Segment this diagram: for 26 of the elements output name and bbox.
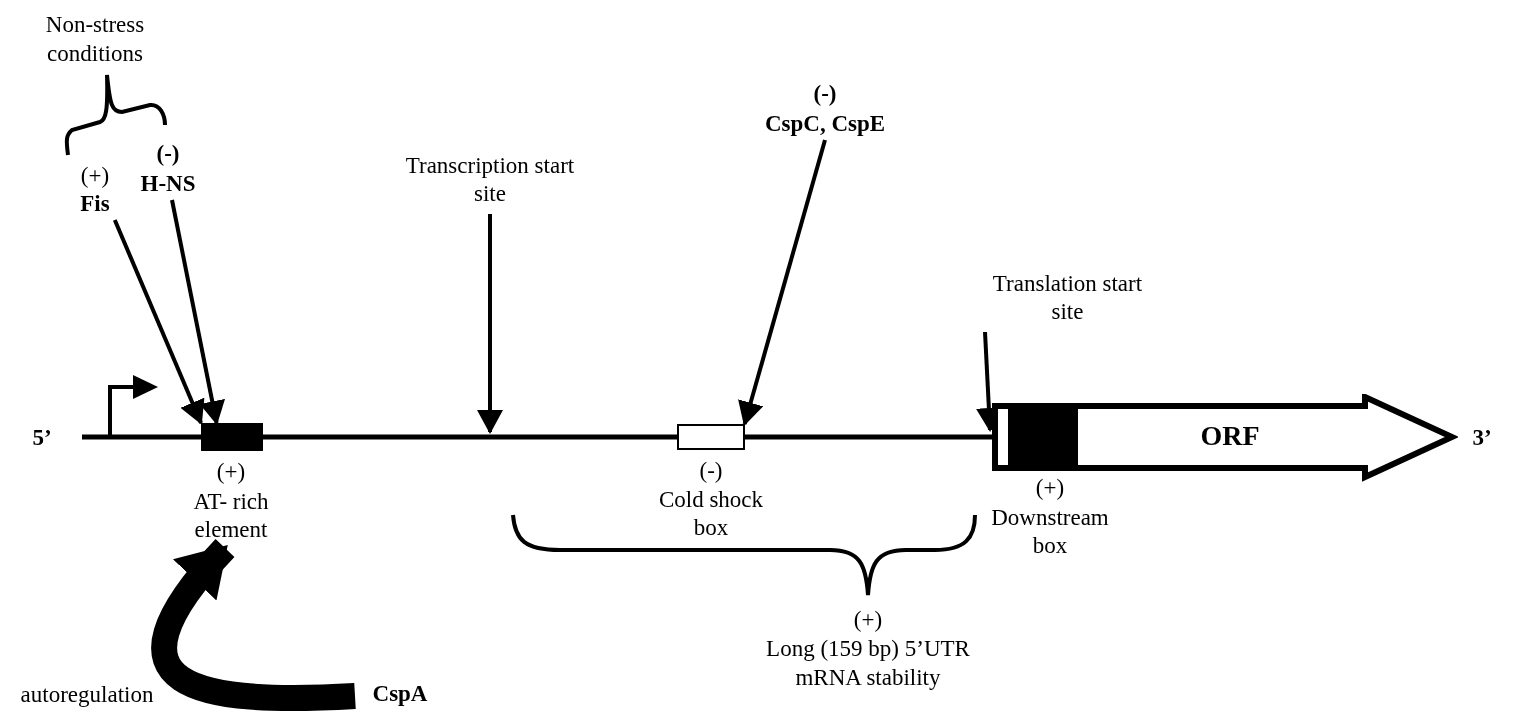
- arrow: [170, 199, 226, 425]
- effect-sign: (+): [852, 606, 884, 634]
- strand-end-label: 3’: [1471, 424, 1493, 452]
- node-label: Cold shock box: [657, 486, 765, 542]
- effect-sign: (+): [1034, 474, 1066, 502]
- node-label: CspC, CspE: [763, 110, 887, 138]
- arrow: [738, 139, 827, 426]
- effect-sign: (-): [812, 80, 838, 108]
- effect-sign: (+): [215, 458, 247, 486]
- node-label: Transcription start site: [404, 152, 576, 208]
- effect-sign: (-): [698, 457, 724, 485]
- curved-arrow: [151, 539, 356, 711]
- arrow: [112, 219, 205, 425]
- node-label: AT- rich element: [192, 488, 270, 544]
- node-label: H-NS: [139, 170, 197, 198]
- node-label: Translation start site: [991, 270, 1144, 326]
- region-label: Long (159 bp) 5’UTR mRNA stability: [765, 635, 971, 692]
- node-label: Fis: [79, 190, 111, 218]
- effect-sign: (-): [155, 140, 181, 168]
- node-label: Downstream box: [990, 504, 1110, 560]
- arrow: [477, 214, 503, 434]
- strand-end-label: 5’: [31, 424, 53, 452]
- condition-label: Non-stress conditions: [44, 11, 146, 68]
- node-label: ORF: [1199, 422, 1261, 450]
- node-label: CspA: [371, 680, 429, 708]
- effect-sign: (+): [79, 162, 111, 190]
